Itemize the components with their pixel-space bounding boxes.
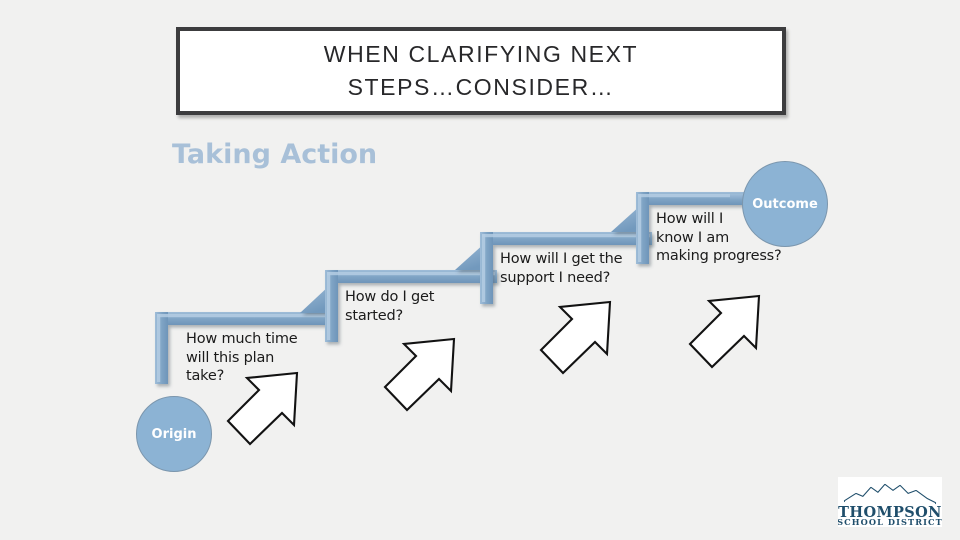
progress-arrow-4 bbox=[688, 294, 761, 369]
step-label-2: How do I get started? bbox=[345, 289, 435, 324]
step-label-3: How will I get the support I need? bbox=[500, 251, 623, 286]
outcome-node: Outcome bbox=[742, 161, 828, 247]
step-bracket-1 bbox=[155, 312, 330, 384]
page-title: WHEN CLARIFYING NEXT STEPS…CONSIDER… bbox=[323, 41, 639, 100]
slide-title-box: WHEN CLARIFYING NEXT STEPS…CONSIDER… bbox=[176, 27, 786, 115]
step-label-4: How will I know I am making progress? bbox=[656, 211, 782, 265]
progress-arrow-1 bbox=[226, 371, 299, 446]
step-bracket-2 bbox=[300, 270, 497, 342]
origin-node: Origin bbox=[136, 396, 212, 472]
step-label-1: How much time will this plan take? bbox=[186, 331, 298, 385]
logo-line-2: SCHOOL DISTRICT bbox=[838, 517, 942, 527]
logo-line-1: THOMPSON bbox=[838, 504, 942, 521]
mountain-icon bbox=[843, 483, 937, 505]
step-bracket-3 bbox=[455, 232, 652, 304]
progress-arrow-2 bbox=[383, 337, 456, 412]
section-heading: Taking Action bbox=[172, 139, 378, 170]
thompson-school-district-logo: THOMPSON SCHOOL DISTRICT bbox=[838, 477, 942, 527]
progress-arrow-3 bbox=[539, 300, 612, 375]
